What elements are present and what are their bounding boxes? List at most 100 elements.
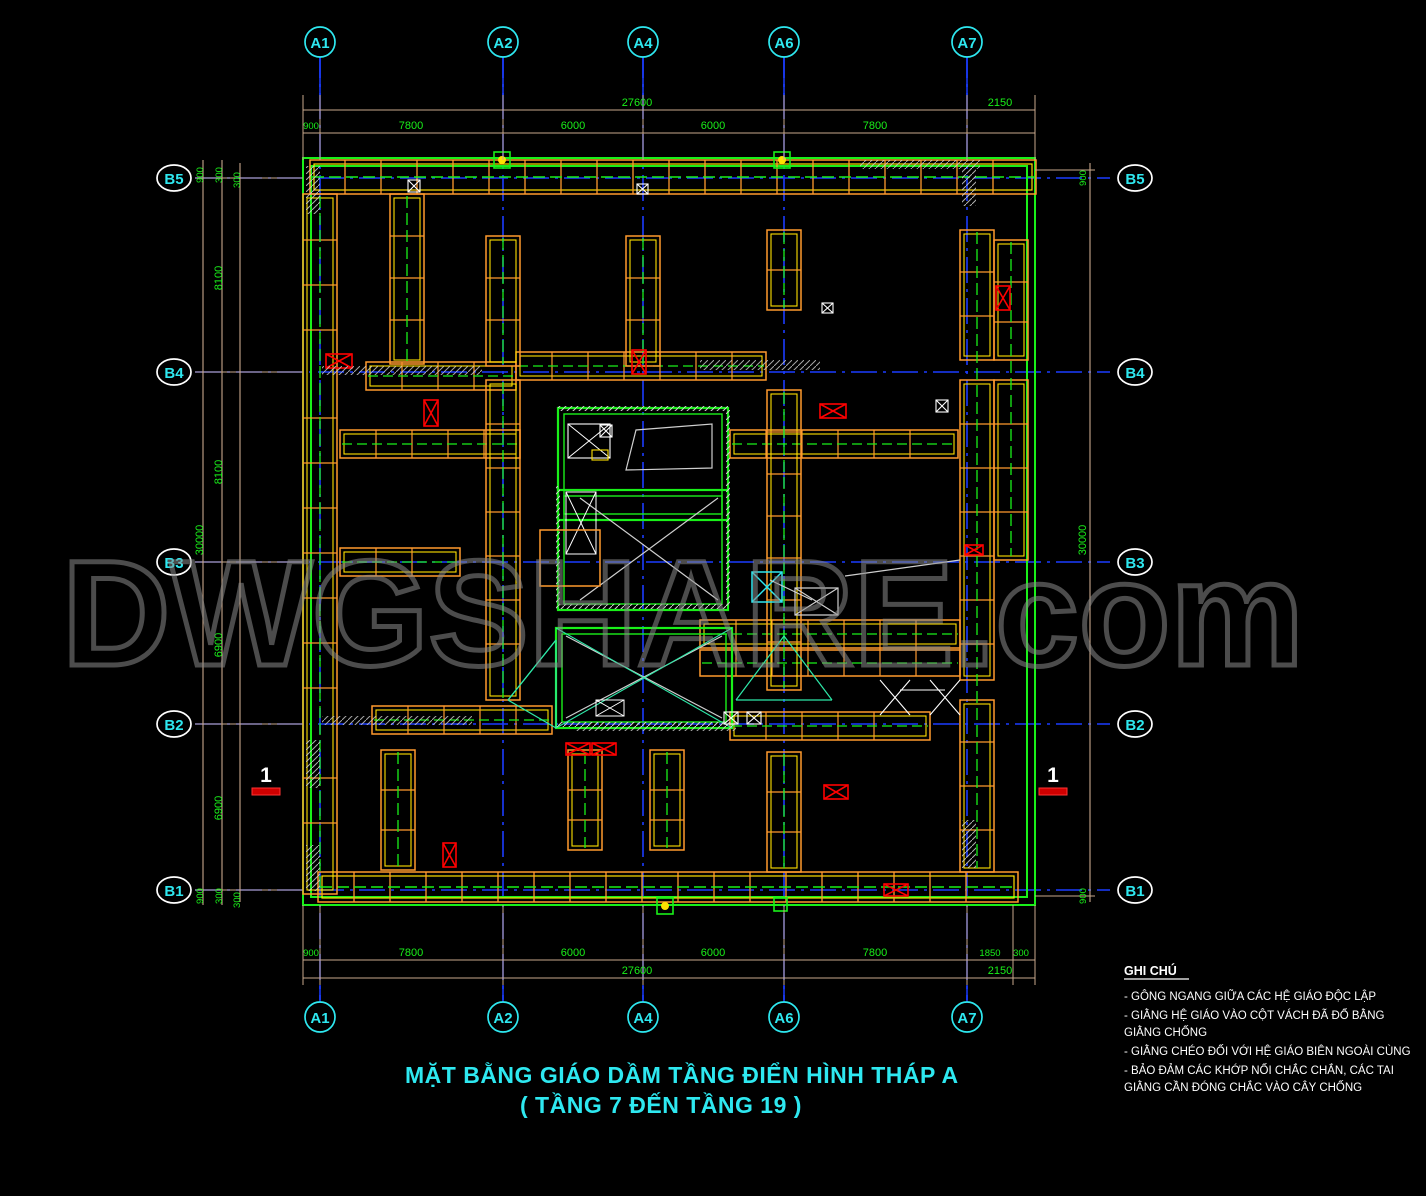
- grid-bubbles-left[interactable]: B5 B4 B3 B2 B1: [156, 164, 192, 904]
- svg-text:8100: 8100: [213, 266, 225, 290]
- column-hatches: [306, 160, 980, 891]
- svg-text:900: 900: [303, 121, 319, 132]
- section-marker-bar: [251, 787, 281, 796]
- section-marker-left[interactable]: 1: [251, 764, 281, 796]
- grid-bubble-label: B4: [164, 365, 184, 382]
- section-marker-bar: [1038, 787, 1068, 796]
- grid-bubble-b1-right[interactable]: [1117, 876, 1153, 904]
- grid-bubble-label: B5: [164, 171, 183, 188]
- drawing-title-line1: MẶT BẰNG GIÁO DẦM TẦNG ĐIỂN HÌNH THÁP A: [405, 1061, 959, 1088]
- cross-brace-symbols: [325, 285, 1011, 897]
- white-brace-symbols: [407, 179, 949, 725]
- svg-text:300: 300: [232, 172, 243, 188]
- bottom-dimension-text: 900 7800 6000 6000 7800 1850 300 27600 2…: [303, 947, 1029, 977]
- drawing-title-line2: ( TẦNG 7 ĐẾN TẦNG 19 ): [520, 1091, 802, 1118]
- grid-bubble-label: A7: [957, 1010, 976, 1027]
- section-marker-label: 1: [1047, 764, 1059, 787]
- svg-text:300: 300: [232, 892, 243, 908]
- svg-text:27600: 27600: [622, 97, 653, 109]
- grid-bubble-label: B3: [1125, 555, 1144, 572]
- grid-bubble-label: B5: [1125, 171, 1144, 188]
- bottom-dimension-lines: [303, 959, 1035, 979]
- dimension-extension-lines: [302, 95, 1036, 985]
- right-dimension-text: 900 900 30000: [1077, 170, 1089, 904]
- note-item: - GIẰNG CHÉO ĐỐI VỚI HỆ GIÁO BIÊN NGOÀI …: [1124, 1044, 1411, 1058]
- node-markers: [493, 151, 791, 915]
- notes-block: GHI CHÚ - GÔNG NGANG GIỮA CÁC HỆ GIÁO ĐỘ…: [1124, 963, 1411, 1094]
- grid-bubble-b3[interactable]: [156, 548, 192, 576]
- svg-text:900: 900: [1078, 170, 1089, 186]
- grid-bubble-b5-right[interactable]: [1117, 164, 1153, 192]
- grid-bubble-label: A7: [957, 35, 976, 52]
- svg-text:6000: 6000: [701, 120, 725, 132]
- note-item: GIẰNG CHỐNG: [1124, 1025, 1207, 1039]
- grid-bubble-a7[interactable]: [951, 26, 983, 58]
- grid-bubble-a4[interactable]: [627, 26, 659, 58]
- grid-bubble-a2[interactable]: [487, 26, 519, 58]
- grid-bubble-a4-bottom[interactable]: [627, 1001, 659, 1033]
- svg-text:7800: 7800: [399, 120, 423, 132]
- svg-text:300: 300: [214, 167, 225, 183]
- grid-bubble-b4[interactable]: [156, 358, 192, 386]
- grid-bubble-label: A4: [633, 35, 653, 52]
- grid-bubble-a1-bottom[interactable]: [304, 1001, 336, 1033]
- notes-heading: GHI CHÚ: [1124, 963, 1177, 978]
- grid-bubble-b1[interactable]: [156, 876, 192, 904]
- grid-bubble-label: B2: [164, 717, 183, 734]
- grid-bubble-label: A1: [310, 1010, 329, 1027]
- note-item: GIẰNG CẦN ĐÓNG CHẮC VÀO CÂY CHỐNG: [1124, 1080, 1362, 1094]
- grid-bubble-label: B1: [1125, 883, 1144, 900]
- grid-bubble-b5[interactable]: [156, 164, 192, 192]
- left-dimension-text: 900 300 300 8100 8100 6900 6900 900 300 …: [194, 167, 243, 908]
- grid-bubble-b2-right[interactable]: [1117, 710, 1153, 738]
- svg-text:8100: 8100: [213, 460, 225, 484]
- grid-bubbles-right[interactable]: B5 B4 B3 B2 B1: [1117, 164, 1153, 904]
- left-dimension-lines: [195, 160, 303, 905]
- grid-bubble-a6-bottom[interactable]: [768, 1001, 800, 1033]
- grid-bubble-a6[interactable]: [768, 26, 800, 58]
- svg-text:30000: 30000: [1077, 525, 1089, 556]
- svg-text:6900: 6900: [213, 633, 225, 657]
- grid-bubble-label: B3: [164, 555, 183, 572]
- svg-text:30000: 30000: [194, 525, 206, 556]
- svg-text:27600: 27600: [622, 965, 653, 977]
- svg-text:1850: 1850: [979, 948, 1000, 959]
- svg-text:6900: 6900: [213, 796, 225, 820]
- svg-text:2150: 2150: [988, 97, 1012, 109]
- grid-bubbles-bottom[interactable]: A1 A2 A4 A6 A7: [304, 985, 983, 1033]
- grid-bubble-label: A2: [493, 1010, 512, 1027]
- note-item: - BẢO ĐẢM CÁC KHỚP NỐI CHẮC CHẮN, CÁC TA…: [1124, 1063, 1394, 1077]
- grid-bubble-label: A4: [633, 1010, 653, 1027]
- note-item: - GÔNG NGANG GIỮA CÁC HỆ GIÁO ĐỘC LẬP: [1124, 990, 1376, 1003]
- section-marker-label: 1: [260, 764, 272, 787]
- svg-text:7800: 7800: [399, 947, 423, 959]
- grid-bubble-a2-bottom[interactable]: [487, 1001, 519, 1033]
- svg-text:7800: 7800: [863, 947, 887, 959]
- grid-bubble-label: B1: [164, 883, 183, 900]
- svg-text:900: 900: [1078, 888, 1089, 904]
- grid-bubble-a7-bottom[interactable]: [951, 1001, 983, 1033]
- grid-bubble-label: A6: [774, 35, 793, 52]
- grid-bubble-b3-right[interactable]: [1117, 548, 1153, 576]
- svg-text:900: 900: [195, 167, 206, 183]
- grid-bubbles-top[interactable]: A1 A2 A4 A6 A7: [304, 26, 983, 95]
- mid-beams: [339, 529, 601, 587]
- svg-text:300: 300: [1013, 948, 1029, 959]
- grid-bubble-a1[interactable]: [304, 26, 336, 58]
- svg-text:900: 900: [195, 888, 206, 904]
- svg-text:300: 300: [214, 888, 225, 904]
- svg-text:2150: 2150: [988, 965, 1012, 977]
- top-dimension-lines: [303, 109, 1035, 134]
- scaffold-stacks: [302, 193, 1029, 895]
- svg-text:6000: 6000: [561, 120, 585, 132]
- svg-text:7800: 7800: [863, 120, 887, 132]
- grid-bubble-b2[interactable]: [156, 710, 192, 738]
- right-dimension-lines: [1035, 163, 1095, 902]
- section-marker-right[interactable]: 1: [1038, 764, 1068, 796]
- grid-bubble-b4-right[interactable]: [1117, 358, 1153, 386]
- grid-bubble-label: B4: [1125, 365, 1145, 382]
- grid-bubble-label: A2: [493, 35, 512, 52]
